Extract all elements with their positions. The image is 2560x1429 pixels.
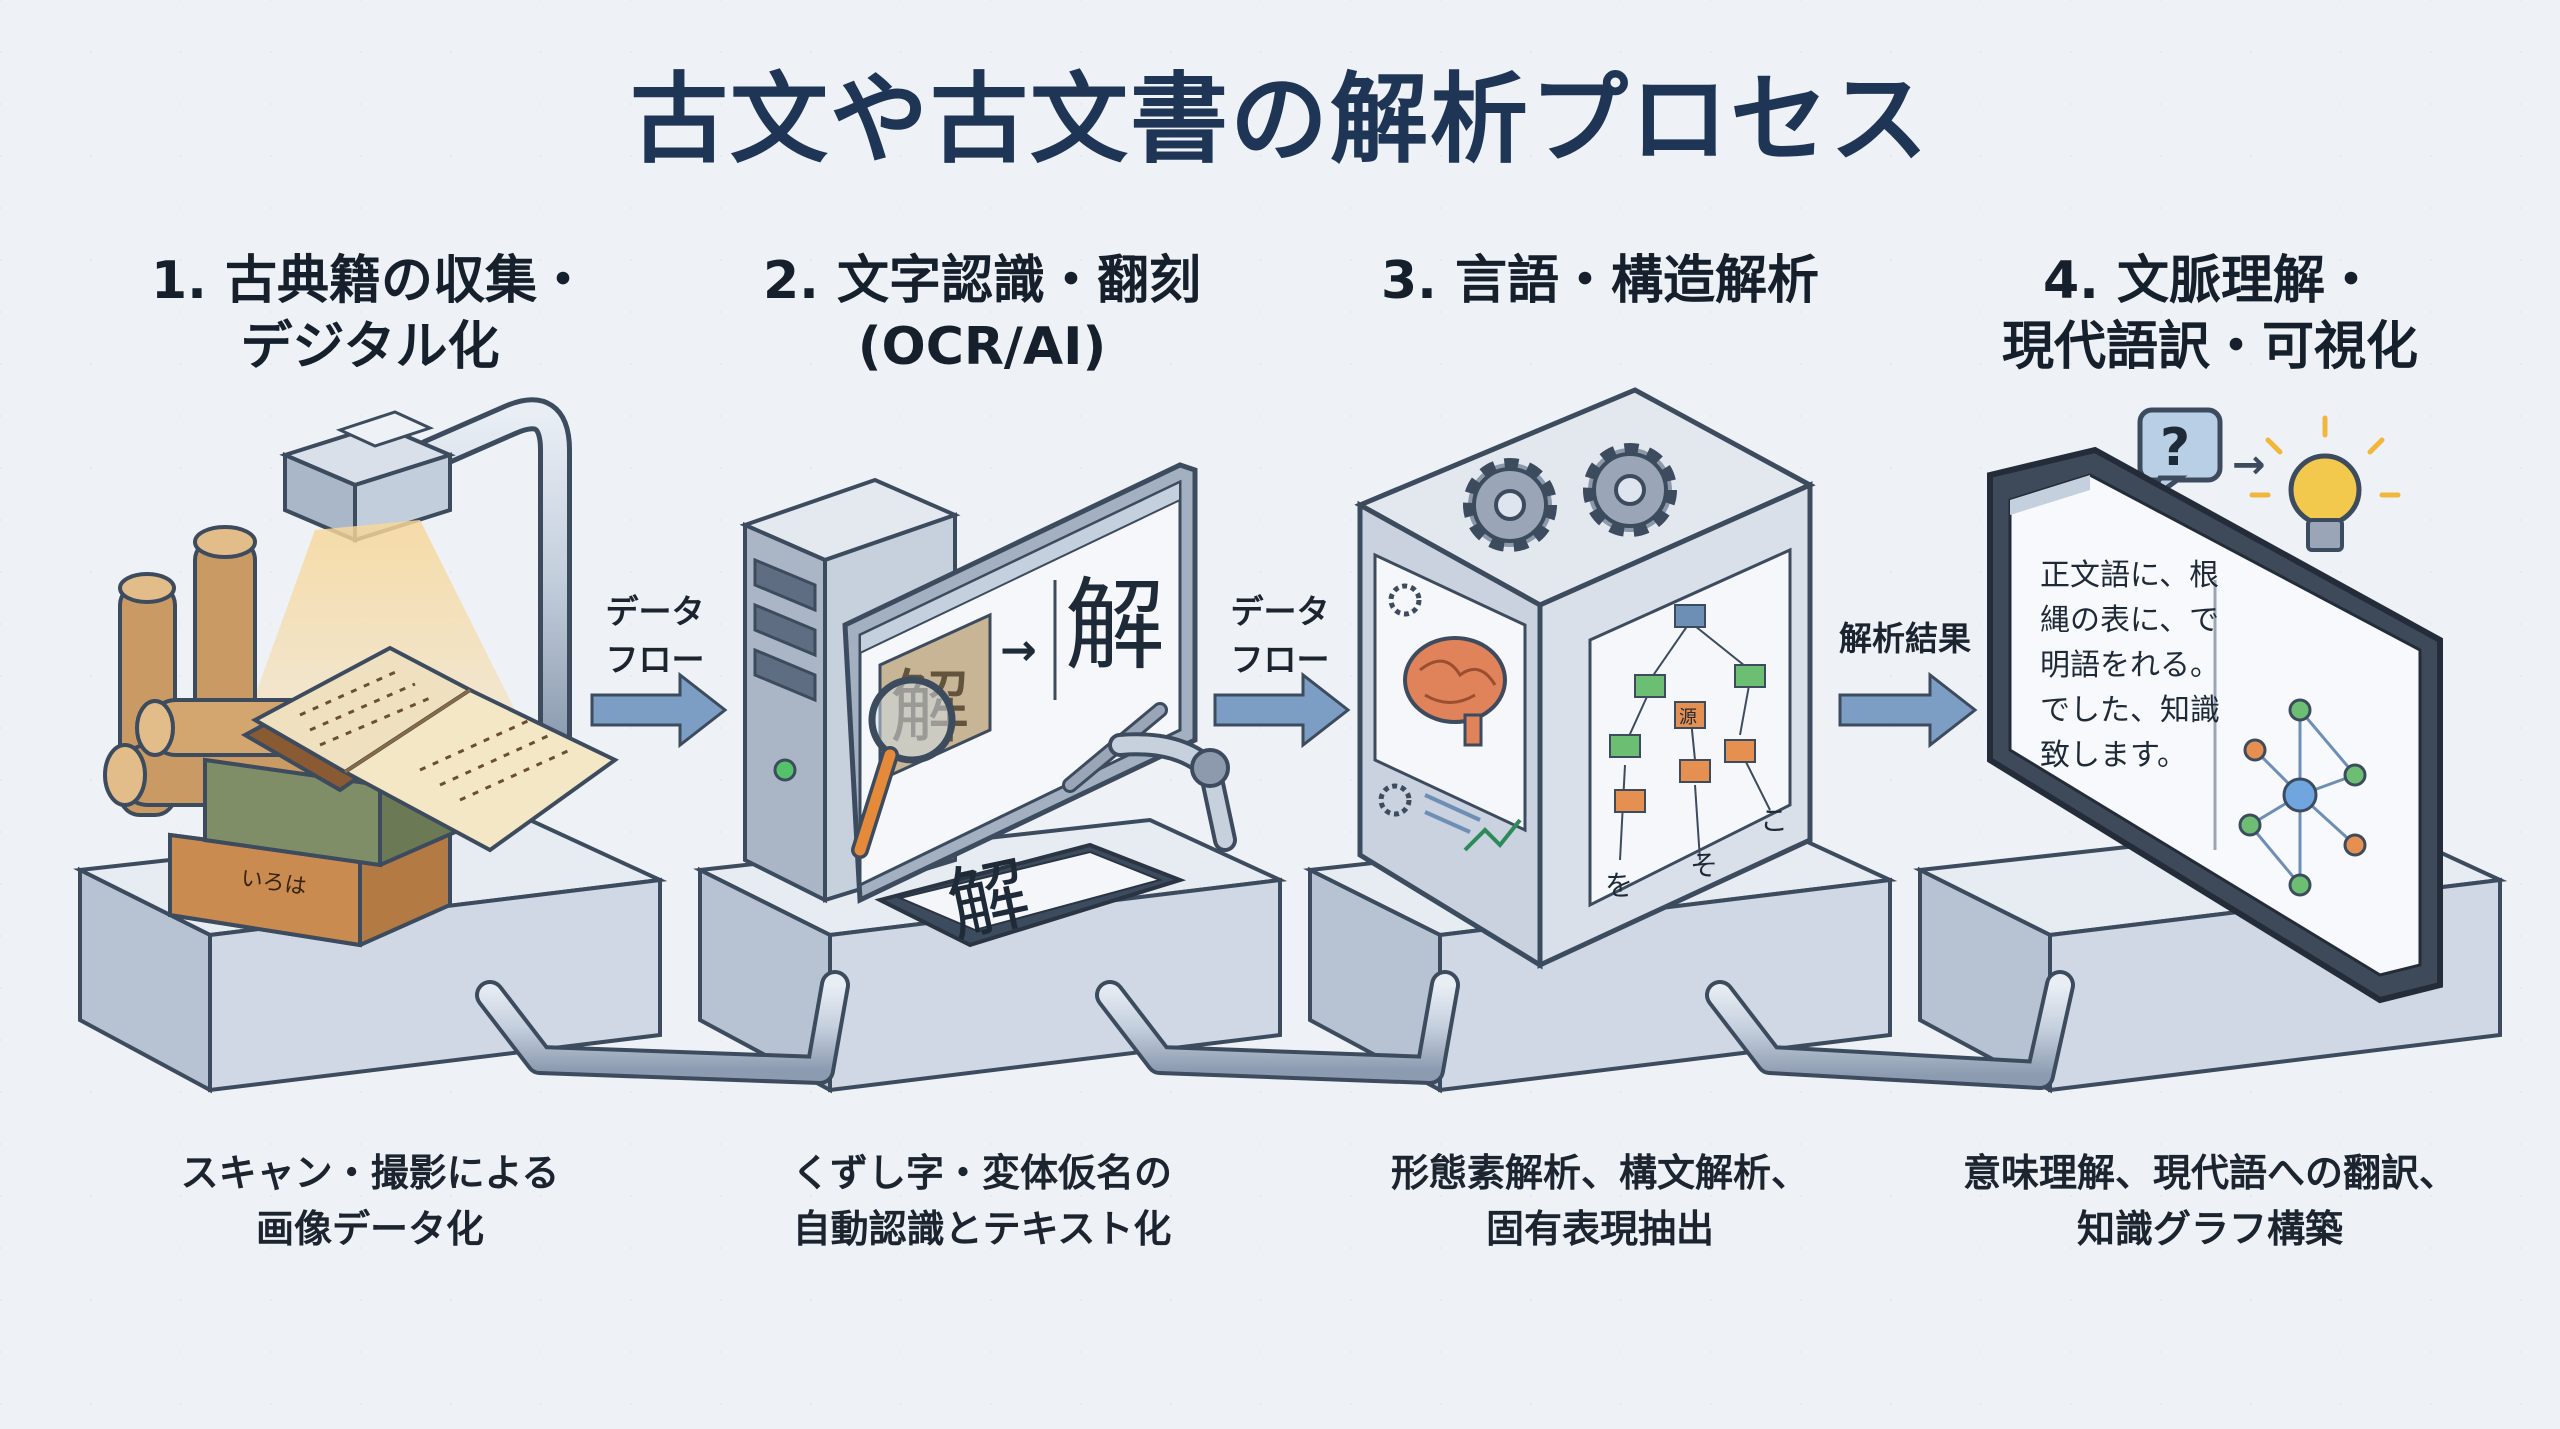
scroll-stack — [103, 525, 322, 817]
tablet-text-line-3: 明語をれる。 — [2040, 648, 2220, 683]
step-2-desc-line2: 自動認識とテキスト化 — [792, 1207, 1172, 1251]
tablet-text-line-4: でした、知識 — [2040, 693, 2220, 728]
step-3-desc-line1: 形態素解析、構文解析、 — [1390, 1151, 1809, 1195]
tablet-text-line-2: 縄の表に、で — [2040, 603, 2219, 638]
step-1-title-line1: 1. 古典籍の収集・ — [150, 251, 590, 311]
small-gear-icon — [1388, 583, 1422, 617]
ocr-result-char: 解 — [1065, 567, 1165, 684]
tree-leaf-2: そ — [1690, 849, 1718, 882]
flow-label-2-line1: データ — [1230, 592, 1330, 631]
tree-leaf-3: こ — [1760, 804, 1788, 837]
step-3-description: 形態素解析、構文解析、 固有表現抽出 — [1300, 1145, 1900, 1257]
page-title: 古文や古文書の解析プロセス — [629, 63, 1930, 177]
pipe-connectors — [475, 970, 2075, 1090]
step-4-desc-line1: 意味理解、現代語への翻訳、 — [1962, 1151, 2457, 1195]
tablet-text-block: 正文語に、根 縄の表に、で 明語をれる。 でした、知識 致します。 — [2040, 558, 2220, 773]
flow-label-1-line2: フロー — [605, 640, 705, 679]
magnifier-icon — [868, 676, 956, 764]
step-3-desc-line2: 固有表現抽出 — [1485, 1207, 1714, 1251]
tablet-writing: 解 — [874, 702, 1237, 954]
step-1-title-line2: デジタル化 — [240, 317, 500, 377]
tablet-text-line-5: 致します。 — [2040, 738, 2187, 773]
ocr-monitor: 解 → 解 — [842, 462, 1198, 904]
step-4-title-line2: 現代語訳・可視化 — [2001, 317, 2418, 377]
tree-leaf-1: を — [1605, 869, 1633, 902]
knowledge-graph-icon — [2238, 698, 2367, 897]
tree-root-glyph: 源 — [1679, 707, 1697, 728]
step-1-title: 1. 古典籍の収集・ デジタル化 — [70, 248, 670, 380]
syntax-tree-panel: 源 を そ こ — [1588, 547, 1792, 908]
svg-text:?: ? — [2160, 418, 2190, 478]
idea-arrow: → — [2232, 442, 2266, 488]
lightbulb-icon — [2249, 415, 2401, 552]
tablet-display: 正文語に、根 縄の表に、で 明語をれる。 でした、知識 致します。 — [1987, 446, 2443, 1004]
step-2-title-line1: 2. 文字認識・翻刻 — [762, 251, 1202, 311]
flow-arrow-1 — [590, 671, 728, 749]
tablet-text-line-1: 正文語に、根 — [2040, 558, 2219, 593]
step-2-desc-line1: くずし字・変体仮名の — [791, 1151, 1172, 1195]
scanner-arm — [279, 397, 572, 757]
brain-icon — [1403, 636, 1507, 724]
flow-arrow-2 — [1213, 671, 1351, 749]
step-1-desc-line1: スキャン・撮影による — [180, 1151, 560, 1195]
step-4-desc-line2: 知識グラフ構築 — [2076, 1207, 2343, 1251]
gear-icon — [1463, 443, 1677, 552]
open-book — [240, 645, 619, 853]
flow-label-1: データ フロー — [555, 588, 755, 684]
ocr-arrow: → — [1000, 625, 1037, 676]
step-4-title-line1: 4. 文脈理解・ — [2042, 251, 2378, 311]
flow-label-1-line1: データ — [605, 592, 705, 631]
step-2-title: 2. 文字認識・翻刻 (OCR/AI) — [682, 248, 1282, 380]
flow-label-2-line2: フロー — [1230, 640, 1330, 679]
flow-label-3: 解析結果 — [1805, 615, 2005, 663]
step-2-title-line2: (OCR/AI) — [857, 317, 1107, 377]
step-3-title-line1: 3. 言語・構造解析 — [1380, 251, 1820, 311]
tablet-char: 解 — [940, 846, 1038, 954]
step-1-desc-line2: 画像データ化 — [255, 1207, 484, 1251]
flow-arrow-3 — [1838, 671, 1978, 749]
step-2-description: くずし字・変体仮名の 自動認識とテキスト化 — [682, 1145, 1282, 1257]
question-bubble-icon: ? — [2137, 407, 2223, 508]
step-1-description: スキャン・撮影による 画像データ化 — [70, 1145, 670, 1257]
step-4-title: 4. 文脈理解・ 現代語訳・可視化 — [1910, 248, 2510, 380]
flow-label-3-line1: 解析結果 — [1839, 619, 1971, 658]
step-4-description: 意味理解、現代語への翻訳、 知識グラフ構築 — [1910, 1145, 2510, 1257]
brain-panel — [1373, 552, 1527, 852]
flow-label-2: データ フロー — [1180, 588, 1380, 684]
step-3-title: 3. 言語・構造解析 — [1300, 248, 1900, 314]
